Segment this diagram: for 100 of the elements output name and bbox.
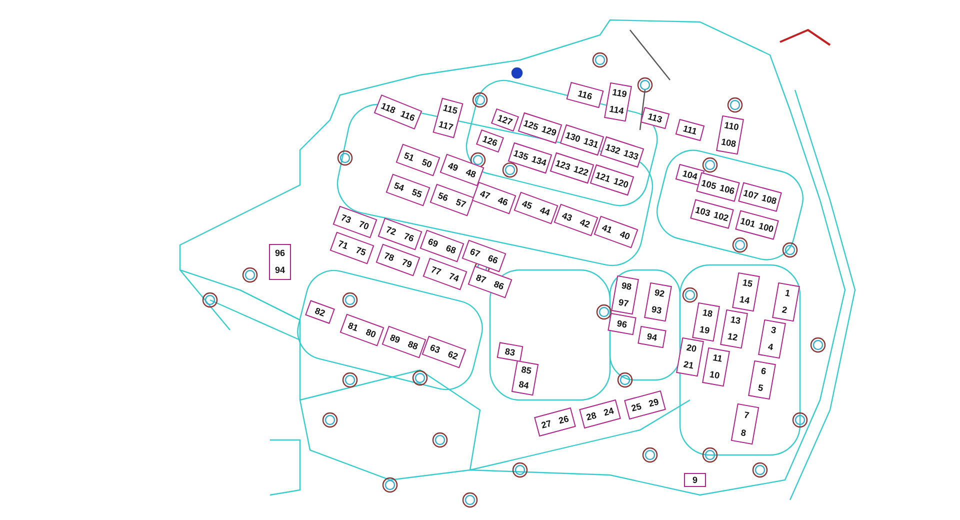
plot-number: 125 — [522, 118, 540, 132]
plot-number: 27 — [540, 418, 552, 430]
plot-number: 21 — [682, 360, 694, 371]
plot-number: 133 — [622, 148, 640, 162]
plot-number: 100 — [758, 221, 775, 234]
plot-number: 55 — [410, 187, 424, 200]
plot-number: 2 — [781, 306, 788, 316]
plot-number: 66 — [486, 253, 500, 266]
plot-number: 42 — [578, 217, 592, 230]
plot-number: 96 — [616, 318, 628, 330]
plot-number: 71 — [336, 238, 350, 251]
plot-number: 86 — [492, 279, 506, 292]
plot-number: 48 — [464, 167, 478, 180]
plot-number: 94 — [646, 332, 658, 342]
plot-number: 79 — [400, 257, 414, 270]
plot-number: 116 — [399, 109, 416, 123]
plot-number: 69 — [426, 236, 440, 249]
plot-number: 11 — [712, 353, 723, 364]
plot-number: 119 — [612, 88, 628, 100]
plot-number: 62 — [446, 349, 460, 362]
plot-number: 75 — [354, 245, 368, 258]
plot-number: 68 — [444, 243, 458, 256]
plot-number: 20 — [686, 343, 698, 354]
plot-number: 117 — [438, 120, 454, 132]
plot-number: 108 — [720, 138, 737, 150]
plot-number: 105 — [700, 178, 718, 191]
plot-number: 29 — [648, 397, 660, 408]
plot-number: 45 — [520, 198, 534, 211]
plot-number: 26 — [558, 414, 570, 426]
plot-number: 76 — [402, 231, 416, 244]
plot-number: 115 — [442, 104, 458, 116]
plot-number: 77 — [430, 264, 442, 277]
plot-number: 97 — [618, 298, 630, 309]
plot-number: 132 — [604, 142, 622, 156]
plot-number: 106 — [718, 183, 736, 196]
plot-number: 67 — [468, 246, 482, 259]
plot-number: 96 — [274, 249, 285, 258]
plot-number: 123 — [554, 158, 572, 172]
plot-number: 18 — [702, 308, 714, 319]
plot-number: 121 — [594, 170, 612, 184]
plot-number: 51 — [402, 150, 416, 163]
plot-number: 40 — [618, 229, 632, 242]
plot-number: 114 — [608, 104, 624, 116]
plot-number: 28 — [585, 410, 598, 422]
plot-number: 41 — [600, 222, 614, 235]
plot-number: 83 — [504, 346, 516, 358]
plot-number: 89 — [388, 332, 402, 345]
plot-number: 107 — [742, 188, 760, 201]
plot-number: 98 — [620, 281, 632, 292]
plot-number: 74 — [448, 271, 460, 284]
plot-number: 93 — [650, 305, 662, 316]
plot-number: 81 — [346, 320, 360, 333]
plot-number: 15 — [742, 278, 754, 289]
plot-number: 19 — [698, 325, 710, 336]
plot-number: 78 — [382, 250, 396, 263]
plot-number: 92 — [654, 288, 666, 299]
plot-number: 94 — [274, 266, 285, 275]
plot-number: 72 — [384, 224, 398, 237]
plot-number: 113 — [646, 112, 664, 124]
plot-number: 5 — [757, 384, 764, 394]
plot-number: 57 — [454, 197, 468, 210]
plot-number: 126 — [481, 134, 499, 148]
plot-number: 24 — [602, 406, 615, 418]
plot-number: 134 — [530, 154, 548, 168]
plot-number: 6 — [760, 366, 767, 376]
plot-number: 82 — [314, 306, 326, 318]
plot-number: 85 — [520, 365, 532, 376]
plot-number: 1 — [784, 288, 791, 298]
plot-number: 50 — [420, 157, 434, 170]
plot-number: 118 — [380, 101, 397, 115]
plot-number: 101 — [739, 216, 756, 229]
plot-number: 84 — [518, 380, 530, 391]
plot-number: 12 — [726, 332, 738, 343]
plot-number: 14 — [738, 295, 750, 306]
plot-number: 87 — [474, 272, 488, 285]
plot-number: 4 — [767, 342, 774, 352]
plot-number: 47 — [478, 188, 492, 201]
plot-number: 3 — [770, 326, 777, 336]
plot-number: 103 — [694, 205, 712, 218]
plot-number: 70 — [358, 219, 370, 232]
plot-number: 102 — [712, 210, 730, 223]
plot-number: 127 — [496, 113, 514, 127]
plot-number: 73 — [340, 212, 352, 225]
plot-number: 110 — [724, 120, 740, 132]
plot-number: 130 — [564, 130, 582, 144]
plot-number: 116 — [576, 88, 594, 102]
plot-number: 49 — [446, 160, 460, 173]
plot-number: 8 — [740, 428, 747, 438]
plot-number: 9 — [692, 476, 698, 484]
plot-number: 104 — [682, 168, 698, 182]
plot-number: 46 — [496, 195, 510, 208]
plot-number: 25 — [630, 402, 642, 413]
plot-number: 44 — [538, 205, 552, 218]
plot-number: 88 — [406, 339, 420, 352]
plot-number: 129 — [540, 124, 558, 138]
plot-number: 111 — [682, 124, 698, 136]
plot-number: 7 — [743, 410, 750, 420]
plot-number: 13 — [730, 315, 742, 326]
plot-number: 80 — [364, 327, 378, 340]
plot-number: 131 — [582, 136, 600, 150]
